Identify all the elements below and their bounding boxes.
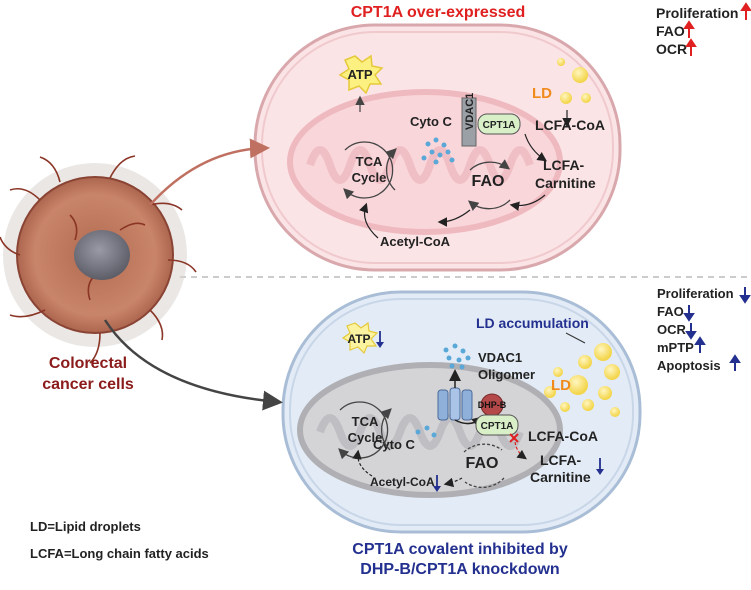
top-ld-droplet xyxy=(557,58,565,66)
bottom-lcfa-carnitine-line1: LCFA- xyxy=(540,452,582,468)
top-lcfa-carnitine-line2: Carnitine xyxy=(535,175,596,191)
bottom-ld-accumulation-label: LD accumulation xyxy=(476,315,589,331)
top-tca-cycle-arrow xyxy=(343,141,394,200)
top-vdac1-label: VDAC1 xyxy=(464,93,476,130)
bottom-lcfa-coa-label: LCFA-CoA xyxy=(528,428,598,444)
arrow-to-top-cell xyxy=(149,138,270,206)
bottom-ld-label: LD xyxy=(551,377,571,394)
down-arrow-icon xyxy=(683,313,695,322)
bottom-tca-cycle-arrow xyxy=(380,408,392,451)
bottom-fao-cycle-arrow xyxy=(463,443,503,453)
bottom-effect-item: Proliferation xyxy=(657,286,734,301)
bottom-acetyl-coa-label: Acetyl-CoA xyxy=(370,475,435,489)
cell-label-line1: Colorectal xyxy=(49,355,127,372)
bottom-lcfa-carnitine-line2: Carnitine xyxy=(530,469,591,485)
bottom-carnitine-down-arrow xyxy=(596,458,604,475)
legend-ld: LD=Lipid droplets xyxy=(30,519,141,534)
bottom-cell-inner-membrane xyxy=(289,298,634,526)
top-cyto-c-dots xyxy=(421,137,455,165)
top-title: CPT1A over-expressed xyxy=(351,4,526,21)
bottom-cpt1a-protein xyxy=(475,414,519,436)
down-arrow-icon xyxy=(376,342,384,348)
bottom-cyto-c-dots-released xyxy=(443,343,471,370)
bottom-cyto-c-dots-inside xyxy=(415,425,437,438)
up-arrow-icon xyxy=(729,354,741,363)
bottom-atp-label: ATP xyxy=(347,332,370,346)
bottom-vdac1-oligomer-line2: Oligomer xyxy=(478,367,535,382)
top-fao-to-acetyl-arrow xyxy=(437,209,471,227)
top-ld-droplet xyxy=(581,93,591,103)
legend-lcfa: LCFA=Long chain fatty acids xyxy=(30,546,209,561)
top-atp-burst xyxy=(338,54,384,95)
top-carnitine-to-fao-arrow xyxy=(509,194,546,211)
down-arrow-icon xyxy=(739,295,751,304)
bottom-acetyl-to-tca-arrow xyxy=(352,449,373,477)
bottom-tca-line1: TCA xyxy=(352,414,379,429)
top-acetyl-coa-label: Acetyl-CoA xyxy=(380,234,451,249)
top-cpt1a-protein xyxy=(477,113,521,135)
top-lcfa-coa-arrow xyxy=(524,133,547,162)
bottom-fao-cycle-arrow xyxy=(464,477,505,489)
bottom-ld-leader xyxy=(565,332,586,344)
bottom-effect-item: mPTP xyxy=(657,340,694,355)
up-arrow-icon xyxy=(683,20,695,29)
bottom-effect-arrows xyxy=(683,287,751,371)
bottom-atp-down-arrow xyxy=(376,331,384,348)
arrow-to-bottom-cell xyxy=(103,319,283,411)
bottom-title-line1: CPT1A covalent inhibited by xyxy=(352,541,568,558)
top-cristae xyxy=(306,146,534,184)
bottom-acetyl-down-arrow xyxy=(433,475,441,492)
top-cyto-c-label: Cyto C xyxy=(410,114,453,129)
top-fao-label: FAO xyxy=(472,173,505,190)
up-arrow-icon xyxy=(740,2,751,11)
bottom-block-x-icon xyxy=(509,433,519,443)
bottom-tca-line2: Cycle xyxy=(348,430,383,445)
top-tca-line2: Cycle xyxy=(352,170,387,185)
bottom-vdac1-oligomer xyxy=(437,387,473,421)
top-fao-cycle-arrow xyxy=(469,159,511,171)
top-fao-cycle-arrow xyxy=(467,199,511,211)
top-vdac1-channel xyxy=(461,97,477,147)
bottom-effect-item: OCR xyxy=(657,322,687,337)
top-effects-list: Proliferation FAO OCR xyxy=(656,5,738,57)
top-atp-label: ATP xyxy=(347,67,372,82)
bottom-vdac1-oligomer-line1: VDAC1 xyxy=(478,350,522,365)
down-arrow-icon xyxy=(433,486,441,492)
bottom-fao-label: FAO xyxy=(466,455,499,472)
top-effect-item: FAO xyxy=(656,23,685,39)
bottom-atp-burst xyxy=(341,321,379,355)
top-up-arrows xyxy=(683,2,751,56)
down-arrow-icon xyxy=(685,331,697,340)
bottom-effects-list: Proliferation FAO OCR mPTP Apoptosis xyxy=(657,286,734,373)
top-ld-droplet xyxy=(560,92,572,104)
top-effect-item: OCR xyxy=(656,41,687,57)
cell-label-line2: cancer cells xyxy=(42,376,134,393)
top-ld-label: LD xyxy=(532,85,552,102)
bottom-ld-droplets xyxy=(544,343,620,417)
bottom-dhp-b-label: DHP-B xyxy=(478,400,507,410)
top-lcfa-carnitine-line1: LCFA- xyxy=(543,157,585,173)
bottom-effect-item: Apoptosis xyxy=(657,358,721,373)
top-acetyl-to-tca-arrow xyxy=(359,202,379,239)
bottom-title-line2: DHP-B/CPT1A knockdown xyxy=(360,561,559,578)
top-cpt1a-label: CPT1A xyxy=(483,120,516,131)
top-ld-droplet xyxy=(572,67,588,83)
top-tca-line1: TCA xyxy=(356,154,383,169)
bottom-fao-to-acetyl-arrow xyxy=(443,477,463,488)
top-effect-item: Proliferation xyxy=(656,5,738,21)
bottom-effect-item: FAO xyxy=(657,304,684,319)
top-lcfa-coa-label: LCFA-CoA xyxy=(535,117,605,133)
up-arrow-icon xyxy=(694,336,706,345)
bottom-cpt1a-label: CPT1A xyxy=(481,421,514,432)
colorectal-cancer-cell xyxy=(0,155,197,364)
top-tca-cycle-arrow xyxy=(385,148,397,191)
down-arrow-icon xyxy=(596,469,604,475)
up-arrow-icon xyxy=(685,38,697,47)
